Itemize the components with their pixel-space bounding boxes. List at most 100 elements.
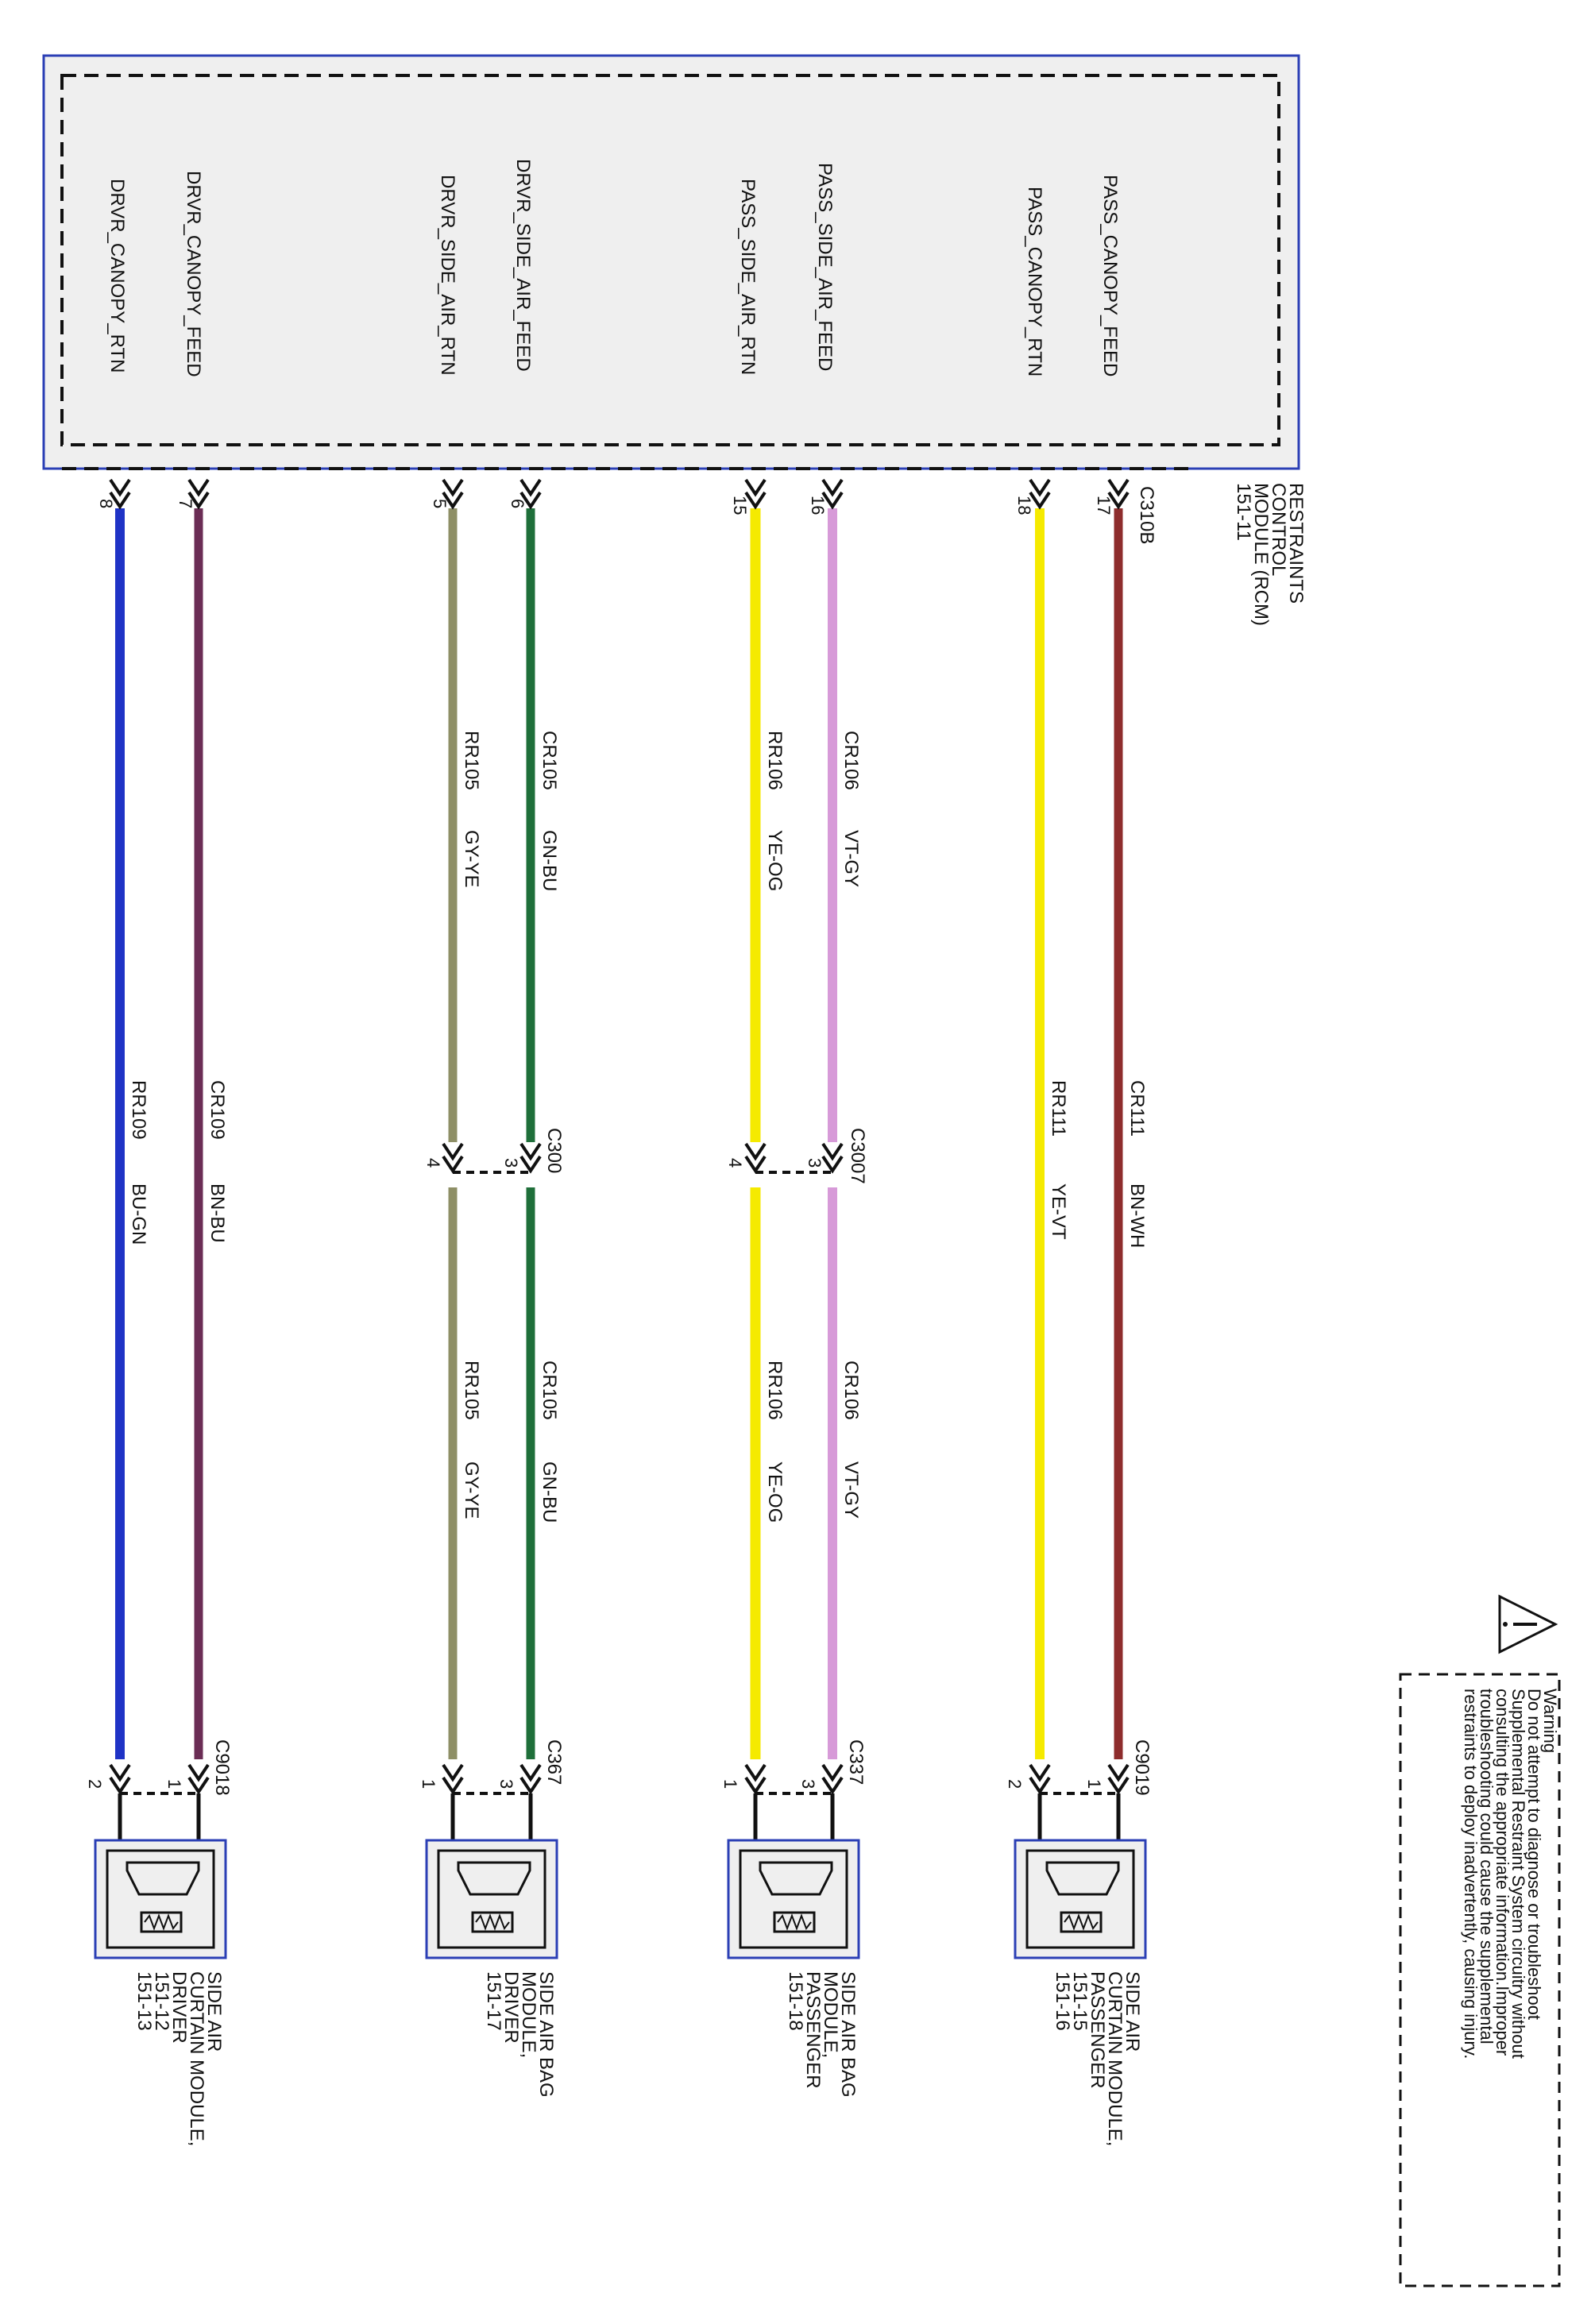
inline-connector-c3007: C3007 4 3: [725, 1128, 868, 1184]
c367-pin-1: 1: [419, 1779, 438, 1789]
rcm-module: [42, 54, 1300, 470]
c9018-pin-2: 2: [85, 1779, 105, 1789]
module-passenger-curtain-line-5: 151-16: [1052, 1971, 1073, 2031]
c9019-label: C9019: [1131, 1739, 1153, 1796]
pin-8: 8: [96, 499, 116, 508]
module-passenger-curtain-line-1: SIDE AIR: [1122, 1971, 1143, 2052]
module-side-air-bag-driver: C367 1 3 SIDE AIR BAG MODULE, DRIVER 151…: [419, 1739, 565, 2098]
module-passenger-airbag-line-1: SIDE AIR BAG: [837, 1971, 859, 2098]
label-gn-bu-b: GN-BU: [539, 1461, 560, 1523]
c337-label: C337: [845, 1739, 867, 1785]
module-side-air-bag-passenger: C337 1 3 SIDE AIR BAG MODULE, PASSENGER …: [720, 1739, 867, 2098]
module-driver-airbag-line-4: 151-17: [483, 1971, 504, 2031]
module-driver-airbag-line-3: DRIVER: [500, 1971, 522, 2044]
c300-pin-4: 4: [423, 1158, 443, 1168]
signal-pass-side-air-feed: PASS_SIDE_AIR_FEED: [814, 163, 836, 371]
warning-line-4: troubleshooting could cause the suppleme…: [1477, 1689, 1497, 2044]
pin-18: 18: [1014, 496, 1034, 515]
warning-title: Warning: [1540, 1689, 1560, 1753]
pin-5: 5: [430, 499, 450, 508]
module-passenger-airbag-line-2: MODULE,: [820, 1971, 841, 2058]
label-gy-ye-b: GY-YE: [461, 1461, 482, 1519]
module-driver-curtain-line-5: 151-13: [133, 1971, 155, 2031]
label-ye-vt: YE-VT: [1048, 1183, 1069, 1240]
module-driver-airbag-line-1: SIDE AIR BAG: [535, 1971, 557, 2098]
label-cr105-b: CR105: [539, 1361, 560, 1420]
c300-pin-3: 3: [501, 1158, 521, 1168]
module-side-air-curtain-driver: C9018 2 1 SIDE AIR CURTAIN MODULE, DRIVE…: [85, 1739, 233, 2146]
label-vt-gy-b: VT-GY: [840, 1461, 862, 1519]
rcm-title: RESTRAINTS CONTROL MODULE (RCM) 151-11: [1233, 483, 1307, 626]
label-rr106-a: RR106: [764, 731, 786, 790]
pin-16: 16: [808, 496, 828, 515]
warning-triangle-icon: [1498, 1594, 1558, 1654]
module-driver-curtain-line-2: CURTAIN MODULE,: [186, 1971, 207, 2146]
rcm-connector-label: C310B: [1136, 486, 1157, 544]
module-driver-curtain-line-1: SIDE AIR: [203, 1971, 225, 2052]
circuit-labels: RR109 BU-GN CR109 BN-BU RR105 GY-YE CR10…: [128, 731, 1148, 1523]
c3007-label: C3007: [847, 1128, 868, 1184]
label-bn-wh: BN-WH: [1126, 1183, 1148, 1248]
rcm-title-line-1: RESTRAINTS: [1285, 483, 1307, 604]
c9018-label: C9018: [211, 1739, 233, 1796]
module-side-air-curtain-passenger: C9019 2 1 SIDE AIR CURTAIN MODULE, PASSE…: [1005, 1739, 1153, 2146]
label-cr109: CR109: [207, 1080, 228, 1140]
c337-pin-1: 1: [720, 1779, 740, 1789]
c367-label: C367: [543, 1739, 565, 1785]
pin-7: 7: [176, 499, 195, 508]
wires: [115, 508, 1123, 1759]
warning-line-5: restraints to deploy inadvertently, caus…: [1461, 1689, 1481, 2059]
c9018-pin-1: 1: [164, 1779, 184, 1789]
rcm-title-line-2: CONTROL: [1268, 483, 1289, 576]
label-rr105-a: RR105: [461, 731, 482, 790]
label-vt-gy-a: VT-GY: [840, 830, 862, 887]
signal-drvr-side-air-rtn: DRVR_SIDE_AIR_RTN: [437, 175, 458, 376]
rcm-pin-numbers: 8 7 5 6 15 16 18 17: [96, 496, 1114, 515]
label-gy-ye-a: GY-YE: [461, 830, 482, 887]
signal-pass-canopy-rtn: PASS_CANOPY_RTN: [1024, 187, 1045, 376]
signal-drvr-canopy-feed: DRVR_CANOPY_FEED: [183, 171, 204, 377]
module-passenger-curtain-line-2: CURTAIN MODULE,: [1104, 1971, 1126, 2146]
module-driver-curtain-line-3: DRIVER: [168, 1971, 190, 2044]
pin-6: 6: [508, 499, 527, 508]
module-passenger-curtain-line-3: PASSENGER: [1087, 1971, 1108, 2089]
signal-pass-canopy-feed: PASS_CANOPY_FEED: [1099, 175, 1121, 376]
warning-line-1: Do not attempt to diagnose or troublesho…: [1524, 1689, 1544, 2020]
rcm-title-line-3: MODULE (RCM): [1250, 483, 1272, 626]
pin-15: 15: [730, 496, 750, 515]
label-ye-og-b: YE-OG: [764, 1461, 786, 1523]
c9019-pin-2: 2: [1005, 1779, 1025, 1789]
label-rr111: RR111: [1048, 1080, 1069, 1137]
c9019-pin-1: 1: [1084, 1779, 1104, 1789]
c337-pin-3: 3: [798, 1779, 818, 1789]
signal-pass-side-air-rtn: PASS_SIDE_AIR_RTN: [737, 179, 759, 375]
label-gn-bu-a: GN-BU: [539, 830, 560, 891]
module-driver-curtain-line-4: 151-12: [151, 1971, 172, 2031]
module-passenger-airbag-line-4: 151-18: [785, 1971, 806, 2031]
label-rr106-b: RR106: [764, 1361, 786, 1420]
signal-drvr-side-air-feed: DRVR_SIDE_AIR_FEED: [512, 159, 534, 372]
rcm-title-line-4: 151-11: [1233, 483, 1254, 541]
c3007-pin-4: 4: [725, 1158, 745, 1168]
label-bu-gn: BU-GN: [128, 1183, 149, 1245]
label-cr105-a: CR105: [539, 731, 560, 790]
label-ye-og-a: YE-OG: [764, 830, 786, 891]
warning-line-2: Supplemental Restraint System circuitry …: [1508, 1689, 1528, 2059]
label-cr106-a: CR106: [840, 731, 862, 790]
inline-connector-c300: C300 4 3: [423, 1128, 565, 1174]
c3007-pin-3: 3: [805, 1158, 825, 1168]
module-passenger-airbag-line-3: PASSENGER: [802, 1971, 824, 2089]
module-passenger-curtain-line-4: 151-15: [1069, 1971, 1091, 2031]
rcm-terminals: [109, 478, 1130, 510]
label-rr105-b: RR105: [461, 1361, 482, 1420]
c300-label: C300: [543, 1128, 565, 1173]
label-cr106-b: CR106: [840, 1361, 862, 1420]
label-rr109: RR109: [128, 1080, 149, 1140]
warning-panel: Warning Do not attempt to diagnose or tr…: [1399, 1594, 1561, 2287]
c367-pin-3: 3: [496, 1779, 516, 1789]
label-bn-bu: BN-BU: [207, 1183, 228, 1243]
signal-drvr-canopy-rtn: DRVR_CANOPY_RTN: [106, 179, 128, 373]
label-cr111: CR111: [1126, 1080, 1148, 1137]
warning-line-3: consulting the appropriate information.I…: [1493, 1689, 1512, 2056]
